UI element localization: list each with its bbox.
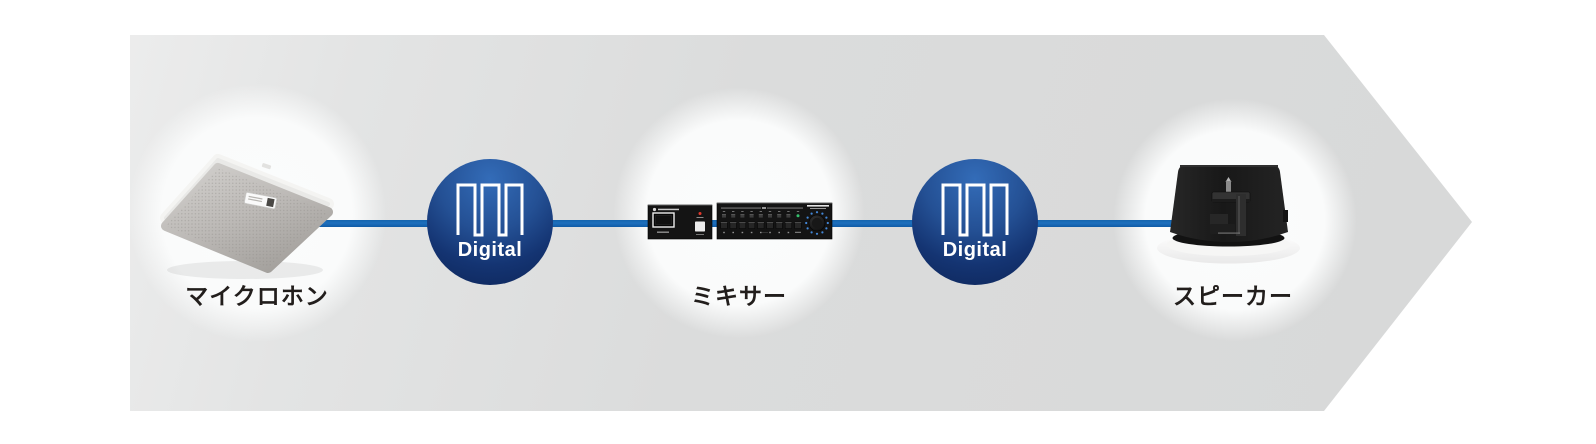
digital-badge-label: Digital bbox=[942, 239, 1008, 261]
ceiling-microphone-image bbox=[160, 154, 334, 279]
square-wave-icon bbox=[941, 183, 1009, 237]
digital-badge-label: Digital bbox=[457, 239, 523, 261]
square-wave-icon bbox=[456, 183, 524, 237]
microphone-label: マイクロホン bbox=[185, 283, 329, 309]
digital-mixer-image bbox=[647, 202, 833, 240]
speaker-mount-clamp bbox=[1210, 177, 1251, 236]
digital-badge-2: Digital bbox=[912, 159, 1038, 285]
ceiling-speaker-image bbox=[1157, 165, 1300, 264]
mixer-volume-knob bbox=[805, 211, 829, 235]
digital-badge-1: Digital bbox=[427, 159, 553, 285]
mixer-label: ミキサー bbox=[691, 283, 787, 309]
mixer-power-section bbox=[647, 204, 713, 240]
speaker-label: スピーカー bbox=[1173, 283, 1293, 309]
mixer-channel-section bbox=[716, 202, 833, 240]
